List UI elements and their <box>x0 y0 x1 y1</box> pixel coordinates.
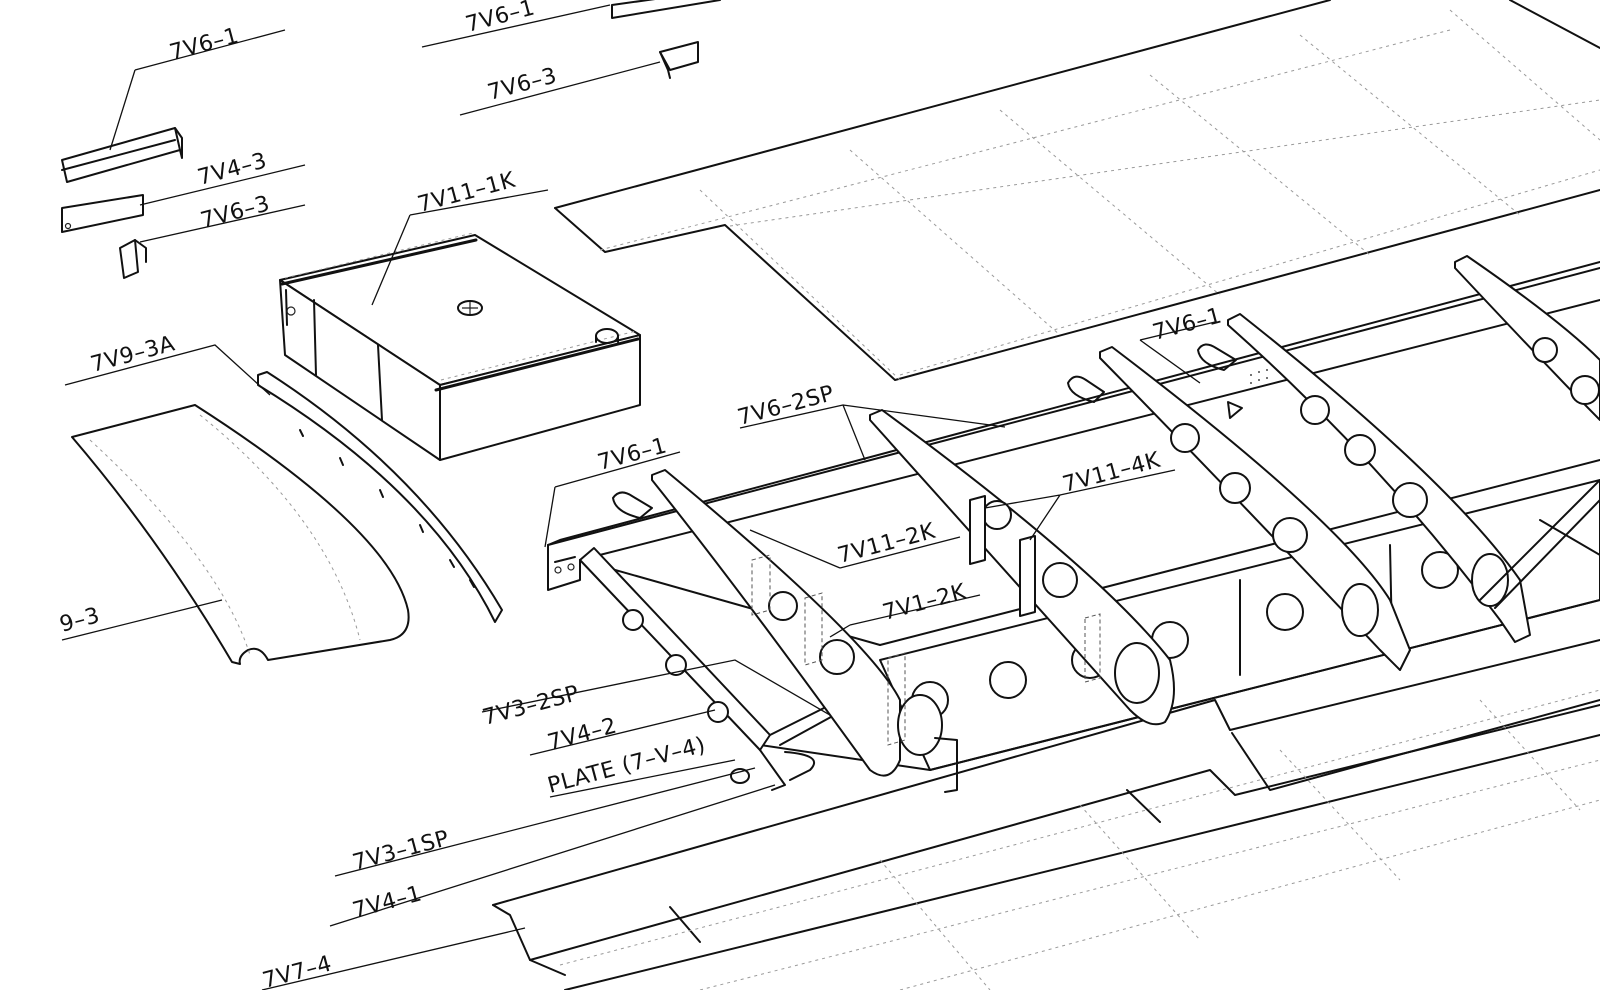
label-7v6-1-left: 7V6–1 <box>595 433 670 475</box>
label-7v3-2sp: 7V3–2SP <box>480 681 582 731</box>
label-7v4-1: 7V4–1 <box>350 881 425 923</box>
label-7v1-2k: 7V1–2K <box>880 580 969 626</box>
label-7v11-2k: 7V11–2K <box>835 519 938 569</box>
wingtip-skin <box>71 404 410 665</box>
label-7v11-1k: 7V11–1K <box>415 168 518 218</box>
label-7v9-3a: 7V9–3A <box>88 331 178 377</box>
label-7v4-3: 7V4–3 <box>195 148 270 190</box>
part-7v6-3-angle-upper <box>659 41 699 79</box>
label-7v4-2: 7V4–2 <box>545 713 620 755</box>
label-7v6-1-top-left: 7V6–1 <box>167 23 242 65</box>
lower-skin-panel <box>492 639 1600 990</box>
leading-edge-strip <box>257 371 503 623</box>
label-7v6-3-top: 7V6–3 <box>485 63 560 105</box>
label-9-3: 9–3 <box>57 603 103 638</box>
upper-skin-panel <box>554 0 1600 381</box>
part-7v4-3-plate <box>61 194 144 233</box>
part-7v6-1-strip-top <box>611 0 721 19</box>
label-7v7-4: 7V7–4 <box>260 951 335 990</box>
wing-structure <box>547 255 1600 793</box>
label-7v6-3-left: 7V6–3 <box>198 191 273 233</box>
label-7v6-1-top: 7V6–1 <box>463 0 538 38</box>
label-7v11-4k: 7V11–4K <box>1060 448 1163 498</box>
leader-lines <box>61 4 1216 990</box>
part-7v6-1-channel <box>61 127 183 183</box>
label-7v3-1sp: 7V3–1SP <box>350 826 452 876</box>
part-7v6-3-angle-lower <box>119 239 147 279</box>
fuel-tank <box>279 232 641 461</box>
label-7v6-2sp: 7V6–2SP <box>735 381 837 431</box>
label-7v6-1-right: 7V6–1 <box>1150 303 1225 345</box>
